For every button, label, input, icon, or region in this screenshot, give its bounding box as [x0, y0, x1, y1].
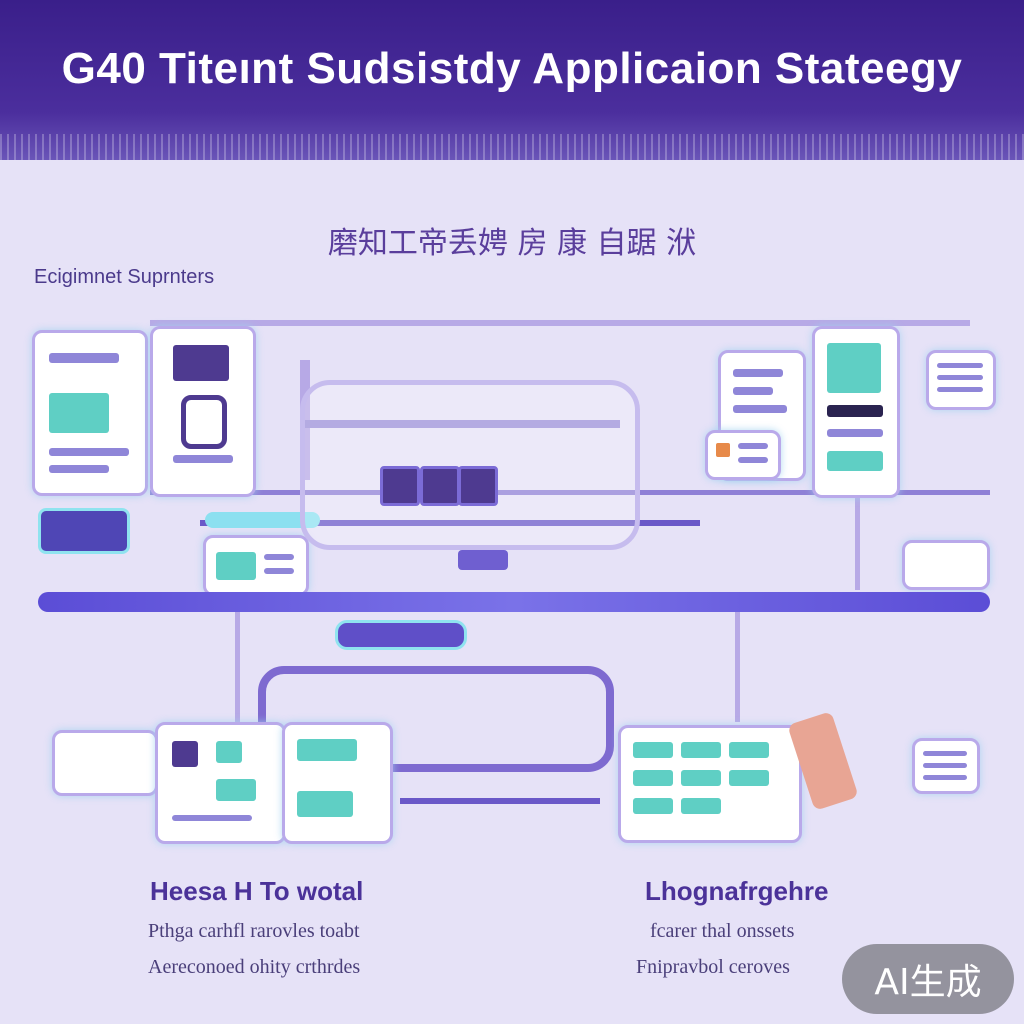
module-square-2: [420, 466, 460, 506]
lower-pill-node: [335, 620, 467, 650]
phone-card-right: [812, 326, 900, 498]
scanner-device-right: [902, 540, 990, 590]
lower-loop-connector: [258, 666, 614, 772]
list-card-bottom-right: [912, 738, 980, 794]
receipt-card-right: [705, 430, 781, 480]
table-card-bottom-right: [618, 725, 802, 843]
ai-generated-badge: AI生成: [842, 944, 1014, 1014]
module-connector: [458, 550, 508, 570]
main-flow-bar: [38, 592, 990, 612]
bottom-left-line-1: Pthga carhfl rarovles toabt: [148, 920, 360, 942]
header-banner: [0, 0, 1024, 160]
bottom-right-line-1: fcarer thal onssets: [650, 920, 795, 942]
form-card-bottom-2: [282, 722, 393, 844]
connector-line-mid: [150, 490, 990, 495]
connector-line-top: [150, 320, 970, 326]
page-title: G40 Titeınt Sudsistdy Applicaion Stateeg…: [61, 44, 963, 93]
info-card-small: [203, 535, 309, 596]
status-panel-left: [38, 508, 130, 554]
bottom-left-line-2: Aereconoed ohity crthrdes: [148, 956, 361, 978]
highlight-bar: [205, 512, 320, 528]
bottom-right-heading: Lhognafrgehre: [645, 876, 829, 906]
connector-line-down-left: [235, 612, 240, 722]
section-label-left: Ecigimnet Suprnters: [34, 266, 215, 288]
central-module: [300, 380, 640, 550]
list-card-right: [926, 350, 996, 410]
module-square-1: [380, 466, 420, 506]
bottom-right-line-2: Fnipravbol ceroves: [636, 956, 790, 978]
module-square-3: [458, 466, 498, 506]
connector-line-lower: [200, 520, 700, 526]
device-card-left: [32, 330, 148, 496]
device-card-bottom-left: [52, 730, 158, 796]
form-card-bottom-1: [155, 722, 286, 844]
connector-line-bottom: [400, 798, 600, 804]
device-card-left-2: [150, 326, 256, 497]
bottom-left-heading: Heesa H To wotal: [150, 876, 364, 906]
connector-rail: [300, 420, 620, 428]
chinese-subtitle: 磨知工帝丢娉 房 康 自踞 洑: [327, 226, 697, 261]
connector-line-down-right: [735, 612, 740, 722]
